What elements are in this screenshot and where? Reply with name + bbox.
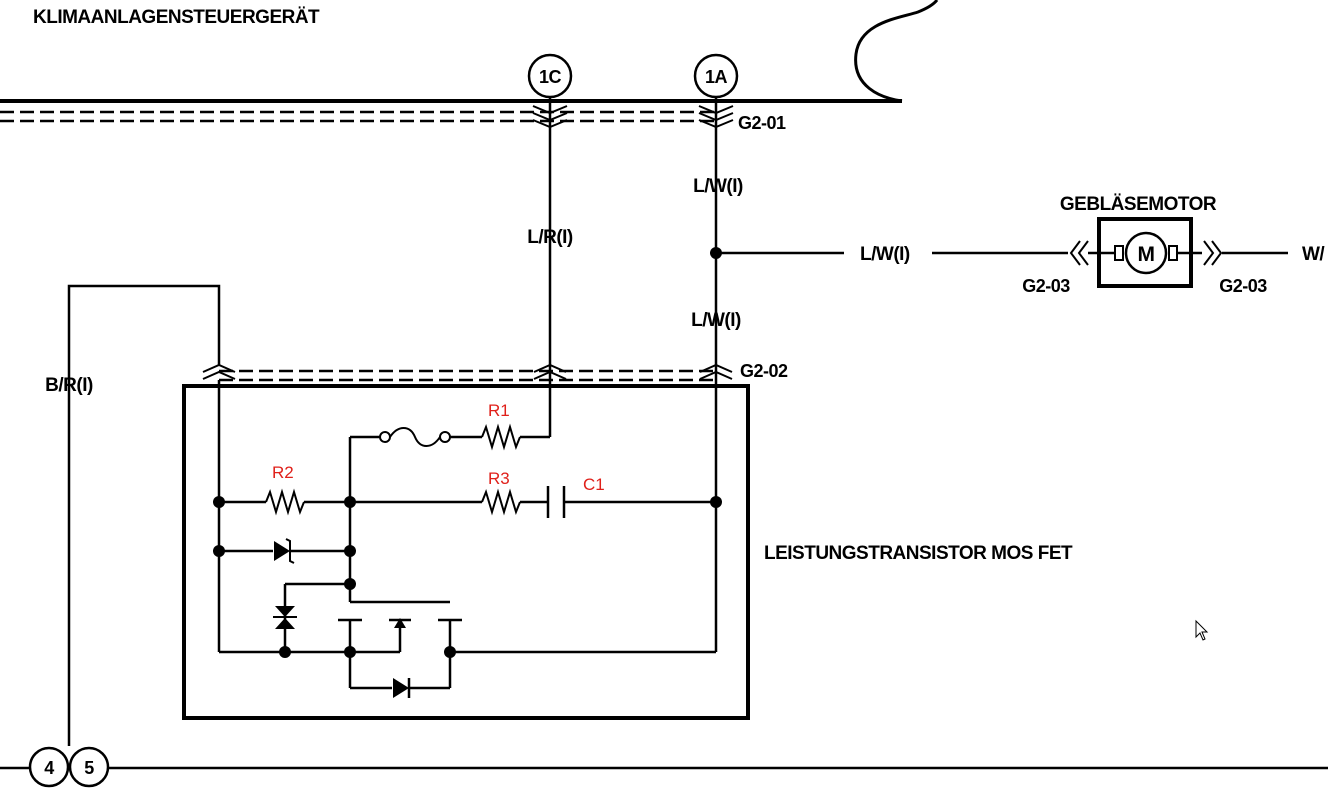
connector-code-g203-left: G2-03 — [1022, 276, 1070, 296]
power-transistor-box — [182, 384, 750, 720]
connector-code-g202: G2-02 — [740, 361, 788, 381]
connector-code-g203-right: G2-03 — [1219, 276, 1267, 296]
connector-1a: 1A — [693, 53, 739, 99]
svg-text:4: 4 — [44, 758, 54, 778]
mouse-cursor-icon — [1195, 619, 1209, 641]
connector-4: 4 — [28, 746, 70, 788]
connector-5: 5 — [68, 746, 110, 788]
page-title: KLIMAANLAGENSTEUERGERÄT — [33, 7, 320, 28]
wire-label-lw-top: L/W(I) — [693, 176, 743, 197]
svg-text:1A: 1A — [705, 67, 728, 87]
internal-junctions — [213, 496, 722, 658]
shield-dashed-transistor — [219, 369, 716, 382]
connector-1c: 1C — [527, 53, 573, 99]
connector-code-g201: G2-01 — [738, 113, 786, 133]
motor-label: GEBLÄSEMOTOR — [1060, 194, 1217, 215]
label-r1: R1 — [488, 401, 510, 420]
connector-g202-chevrons — [202, 363, 733, 380]
svg-text:M: M — [1138, 243, 1155, 266]
control-unit-outline — [0, 0, 939, 103]
wire-br — [67, 284, 221, 746]
transistor-internal-circuit — [217, 380, 716, 698]
label-r2: R2 — [272, 463, 294, 482]
wire-label-br: B/R(I) — [45, 375, 93, 396]
label-r3: R3 — [488, 469, 510, 488]
wire-label-lw-horizontal: L/W(I) — [860, 244, 910, 265]
connector-g201-chevrons — [532, 105, 734, 129]
label-c1: C1 — [583, 475, 605, 494]
wire-label-w-cut: W/ — [1302, 244, 1325, 265]
blower-motor: M — [1069, 217, 1288, 288]
shield-dashed-top — [0, 110, 716, 123]
transistor-label: LEISTUNGSTRANSISTOR MOS FET — [764, 543, 1073, 564]
svg-text:5: 5 — [84, 758, 94, 778]
svg-text:1C: 1C — [539, 67, 562, 87]
wire-label-lr: L/R(I) — [527, 227, 573, 248]
wire-label-lw-mid: L/W(I) — [691, 310, 741, 331]
